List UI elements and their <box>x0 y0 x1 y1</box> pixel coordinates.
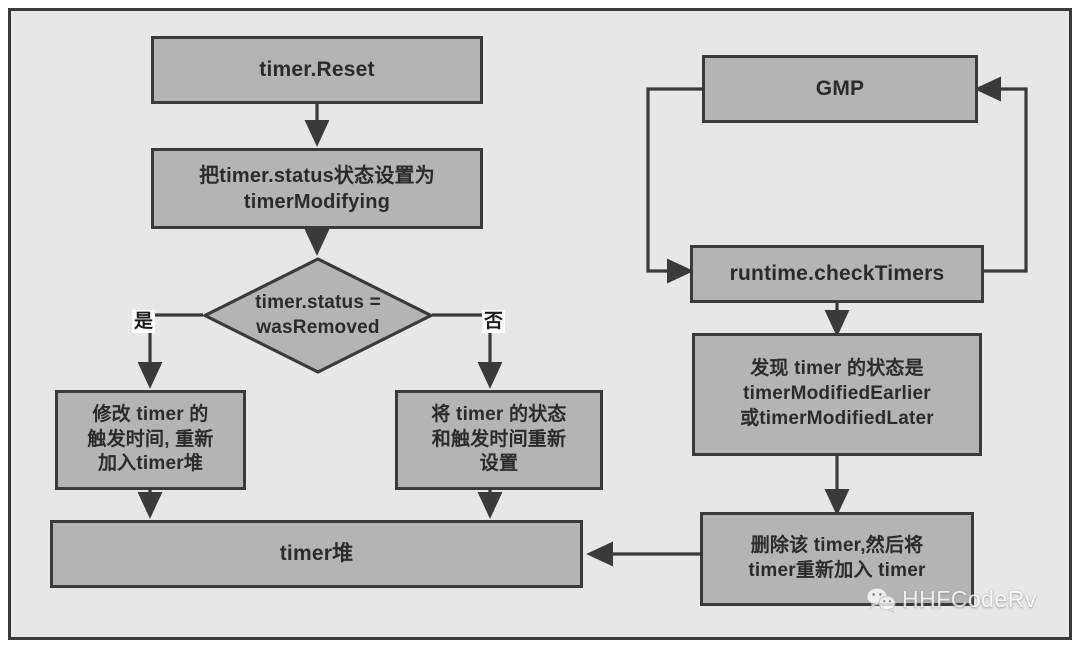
node-decision-text: timer.status = wasRemoved <box>203 291 433 340</box>
edge-decision-yes <box>137 313 203 389</box>
node-decision-line1: timer.status = <box>255 291 381 313</box>
edge-label-yes: 是 <box>132 310 156 333</box>
node-modify-timer-when[interactable]: 修改 timer 的 触发时间, 重新 加入timer堆 <box>55 390 246 490</box>
node-gmp[interactable]: GMP <box>702 55 978 123</box>
node-timer-heap[interactable]: timer堆 <box>50 520 583 588</box>
node-gmp-label: GMP <box>815 77 865 101</box>
node-timer-heap-label: timer堆 <box>279 542 354 566</box>
node-timer-reset[interactable]: timer.Reset <box>151 36 483 104</box>
node-modify-timer-when-label: 修改 timer 的 触发时间, 重新 加入timer堆 <box>58 403 243 477</box>
node-reset-status-and-when-label: 将 timer 的状态 和触发时间重新 设置 <box>398 403 600 477</box>
node-timer-reset-label: timer.Reset <box>259 58 375 82</box>
edge-label-no-text: 否 <box>484 311 504 332</box>
diamond-shape <box>203 257 433 374</box>
node-delete-and-readd-timer-label: 删除该 timer,然后将 timer重新加入 timer <box>703 534 971 583</box>
node-set-timer-modifying-label: 把timer.status状态设置为 timerModifying <box>154 163 480 215</box>
edge-checktimers-to-gmp <box>974 76 1028 273</box>
node-reset-status-and-when[interactable]: 将 timer 的状态 和触发时间重新 设置 <box>395 390 603 490</box>
node-found-timer-status-line2: timerModifiedEarlier <box>743 383 931 405</box>
edge-gmp-to-checktimers <box>646 87 702 284</box>
node-runtime-checktimers-label: runtime.checkTimers <box>729 262 945 286</box>
edge-label-yes-text: 是 <box>134 311 154 332</box>
node-delete-and-readd-timer-line1: 删除该 timer,然后将 <box>750 535 924 557</box>
node-found-timer-status-line3: 或timerModifiedLater <box>740 407 934 429</box>
node-decision-label: timer.status = wasRemoved <box>203 257 433 374</box>
node-decision-line2: wasRemoved <box>256 316 380 338</box>
node-runtime-checktimers[interactable]: runtime.checkTimers <box>690 245 984 303</box>
node-delete-and-readd-timer[interactable]: 删除该 timer,然后将 timer重新加入 timer <box>700 512 974 606</box>
node-delete-and-readd-timer-line2: timer重新加入 timer <box>748 560 926 581</box>
node-decision-timer-status[interactable]: timer.status = wasRemoved <box>203 257 433 374</box>
node-set-timer-modifying[interactable]: 把timer.status状态设置为 timerModifying <box>151 148 483 229</box>
node-reset-status-and-when-line3: 设置 <box>479 453 519 475</box>
node-modify-timer-when-line2: 触发时间, 重新 <box>87 428 214 450</box>
node-set-timer-modifying-line2: timerModifying <box>243 190 391 213</box>
node-modify-timer-when-line1: 修改 timer 的 <box>92 403 209 425</box>
node-found-timer-status[interactable]: 发现 timer 的状态是 timerModifiedEarlier 或time… <box>692 333 982 456</box>
node-set-timer-modifying-line1: 把timer.status状态设置为 <box>199 164 435 187</box>
node-modify-timer-when-line3: 加入timer堆 <box>97 453 204 475</box>
node-reset-status-and-when-line1: 将 timer 的状态 <box>431 403 567 425</box>
edge-label-no: 否 <box>482 310 506 333</box>
node-reset-status-and-when-line2: 和触发时间重新 <box>431 428 567 450</box>
node-found-timer-status-label: 发现 timer 的状态是 timerModifiedEarlier 或time… <box>695 357 979 431</box>
node-found-timer-status-line1: 发现 timer 的状态是 <box>750 358 924 380</box>
